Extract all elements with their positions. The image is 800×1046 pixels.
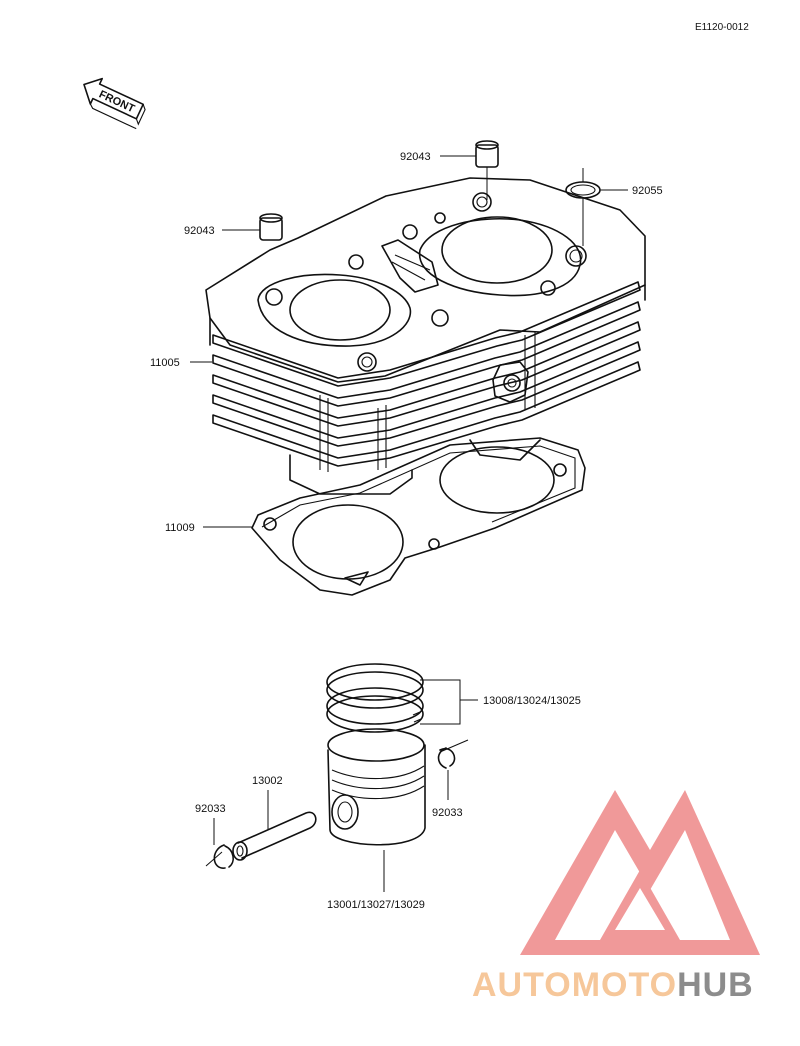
label-piston: 13001/13027/13029 xyxy=(327,899,425,911)
label-rings: 13008/13024/13025 xyxy=(483,695,581,707)
watermark-logo-icon xyxy=(520,790,760,955)
piston xyxy=(327,728,426,846)
piston-clip-right xyxy=(437,747,456,769)
label-dowel-top: 92043 xyxy=(400,151,431,163)
cylinder-block xyxy=(205,177,646,495)
watermark-part2: HUB xyxy=(677,966,754,1004)
piston-rings xyxy=(326,663,424,733)
front-arrow-icon: FRONT xyxy=(83,77,146,130)
watermark-text: AUTOMOTOHUB xyxy=(472,966,754,1004)
cylinder-gasket xyxy=(251,437,586,596)
label-gasket: 11009 xyxy=(165,522,195,534)
label-cylinder: 11005 xyxy=(150,357,180,369)
dowel-pin-top xyxy=(475,140,499,168)
label-dowel-left: 92043 xyxy=(184,225,215,237)
dowel-pin-left xyxy=(259,213,283,241)
leader-lines xyxy=(190,155,628,892)
o-ring xyxy=(565,181,601,199)
watermark-part1: AUTOMOTO xyxy=(472,966,677,1004)
label-pin: 13002 xyxy=(252,775,283,787)
label-clip-right: 92033 xyxy=(432,807,463,819)
label-oring: 92055 xyxy=(632,185,663,197)
label-clip-left: 92033 xyxy=(195,803,226,815)
piston-pin xyxy=(232,811,317,861)
reference-code: E1120-0012 xyxy=(695,22,749,33)
